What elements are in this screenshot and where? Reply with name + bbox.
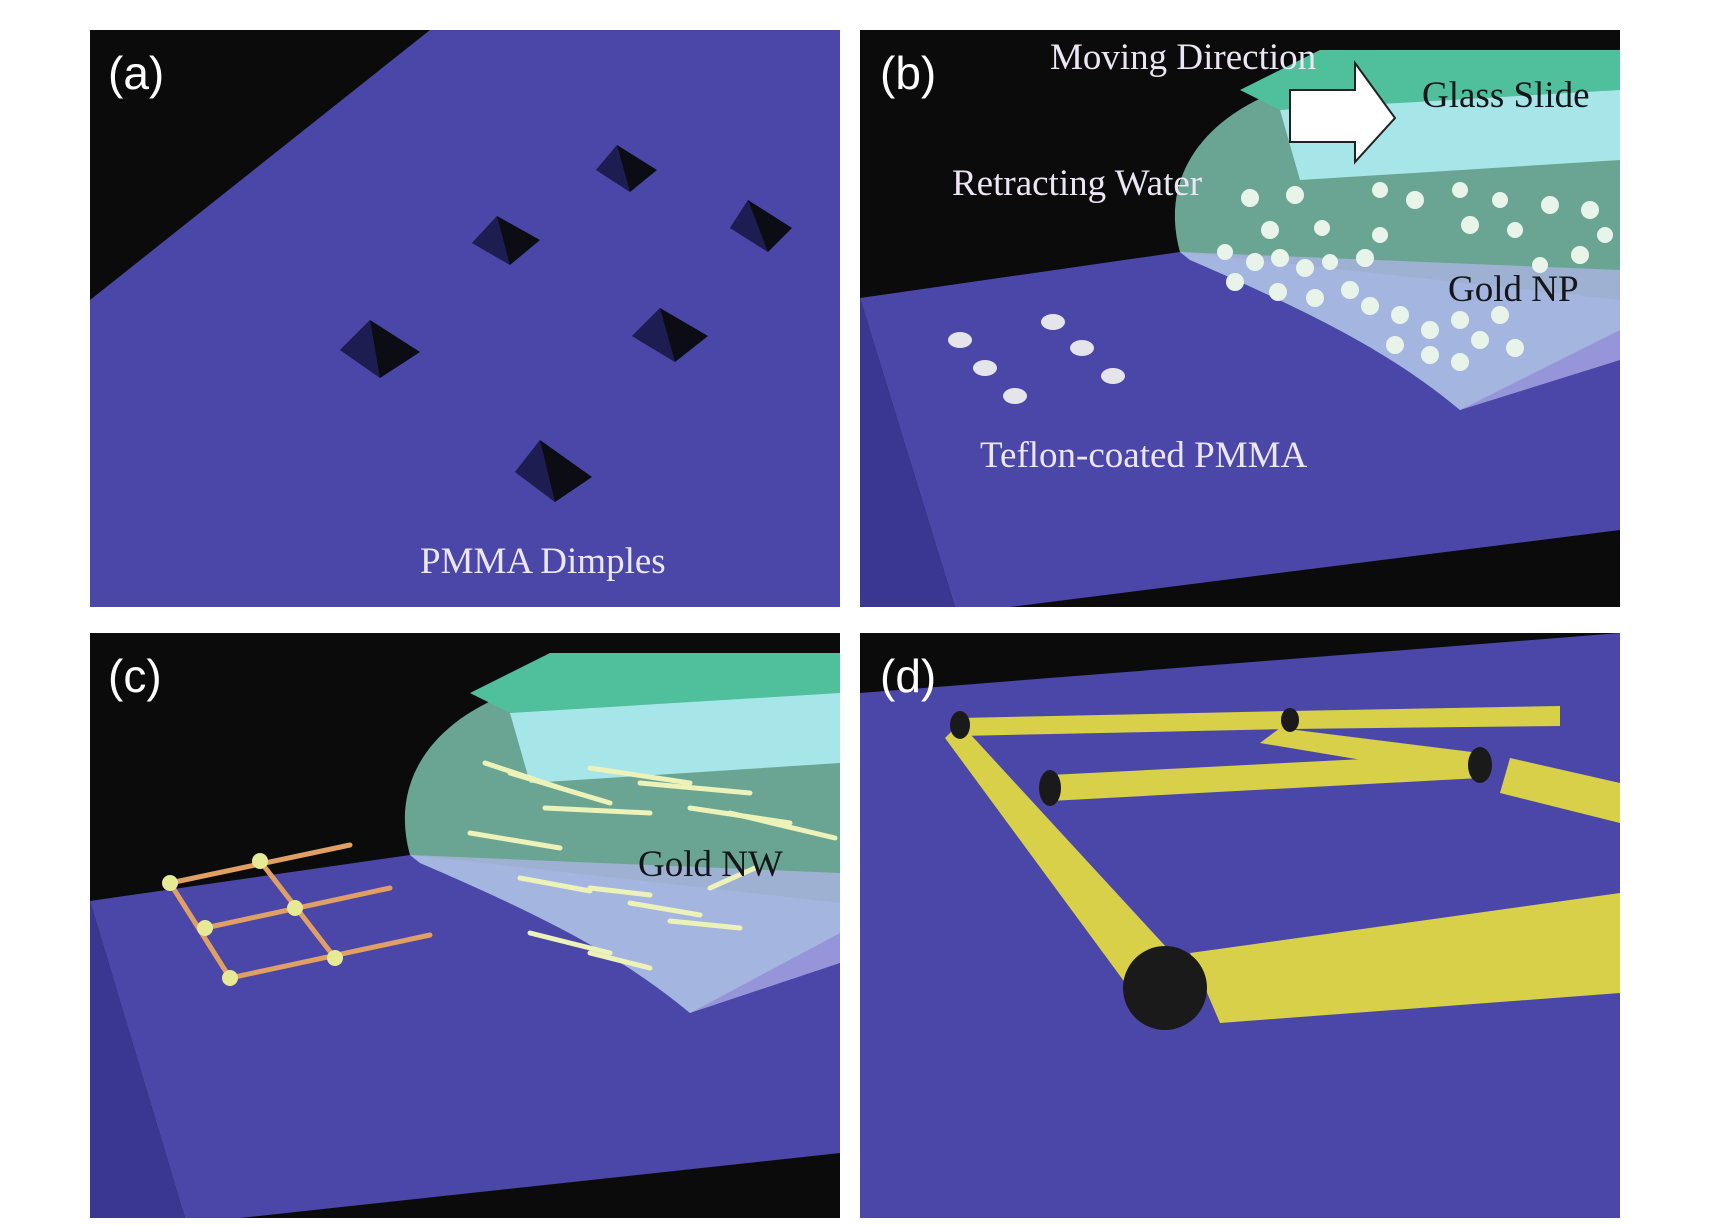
teflon-pmma-label: Teflon-coated PMMA — [980, 434, 1307, 477]
panel-a: (a) PMMA Dimples — [90, 30, 840, 607]
panel-c: (c) Gold NW — [90, 633, 840, 1218]
panel-d: (d) — [860, 633, 1620, 1218]
panel-c-scene — [90, 633, 840, 1218]
panel-d-label: (d) — [880, 649, 936, 703]
panel-b: (b) Moving Direction Glass Slide Retract… — [860, 30, 1620, 607]
pmma-dimples-label: PMMA Dimples — [420, 540, 666, 583]
gold-nw-label: Gold NW — [638, 843, 783, 886]
retracting-water-label: Retracting Water — [952, 162, 1202, 205]
panel-a-label: (a) — [108, 46, 164, 100]
panel-d-scene — [860, 633, 1620, 1218]
glass-slide-label: Glass Slide — [1422, 74, 1590, 117]
panel-a-scene — [90, 30, 840, 607]
moving-direction-label: Moving Direction — [1050, 36, 1316, 79]
panel-b-label: (b) — [880, 46, 936, 100]
pmma-substrate — [90, 30, 840, 607]
panel-c-label: (c) — [108, 649, 162, 703]
gold-np-label: Gold NP — [1448, 268, 1579, 311]
